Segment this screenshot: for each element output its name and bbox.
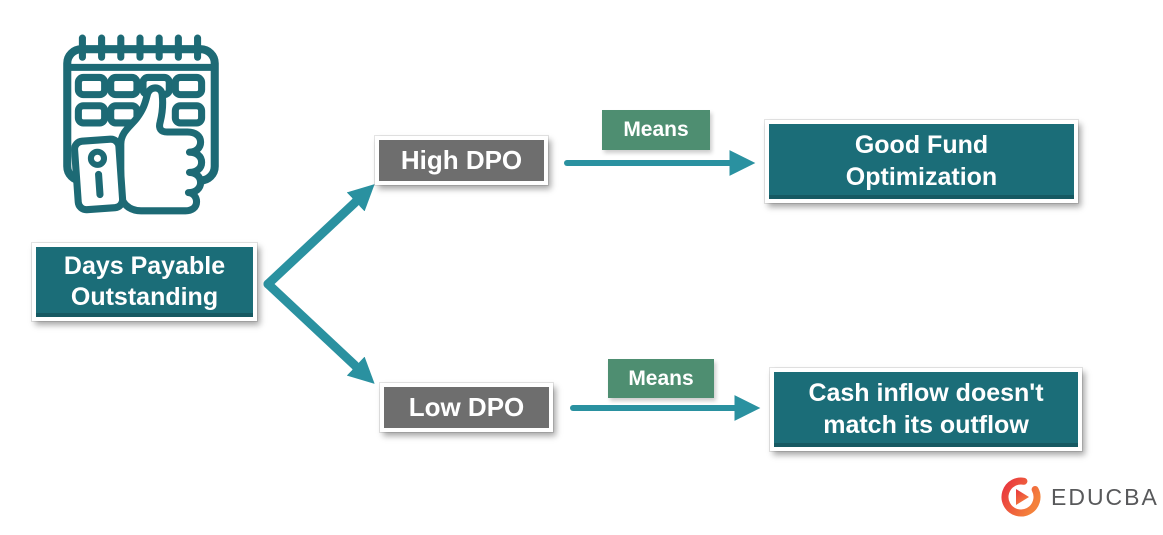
means-bottom-label: Means [628, 366, 694, 390]
connector-label-means-top: Means [602, 110, 710, 150]
connector-label-means-bottom: Means [608, 359, 714, 398]
node-high-dpo: High DPO [375, 136, 548, 185]
calendar-thumbs-up-icon [60, 31, 222, 231]
node-good-fund-optimization: Good Fund Optimization [765, 120, 1078, 203]
node-days-payable-outstanding-label: Days Payable Outstanding [63, 251, 226, 311]
node-low-dpo-label: Low DPO [408, 392, 525, 423]
arrow-root-to-high-dpo [263, 184, 375, 289]
node-cash-inflow-mismatch: Cash inflow doesn't match its outflow [770, 368, 1082, 451]
means-top-label: Means [623, 118, 689, 141]
node-high-dpo-label: High DPO [400, 145, 523, 176]
node-cash-inflow-mismatch-label: Cash inflow doesn't match its outflow [808, 379, 1044, 439]
arrow-root-to-low-dpo [263, 279, 375, 384]
node-good-fund-optimization-label: Good Fund Optimization [845, 131, 998, 191]
educba-logo-text: EDUCBA [1051, 483, 1159, 510]
educba-e-play-icon [1001, 477, 1041, 517]
educba-logo: EDUCBA [999, 475, 1159, 519]
node-days-payable-outstanding: Days Payable Outstanding [32, 243, 257, 321]
node-low-dpo: Low DPO [380, 383, 553, 432]
